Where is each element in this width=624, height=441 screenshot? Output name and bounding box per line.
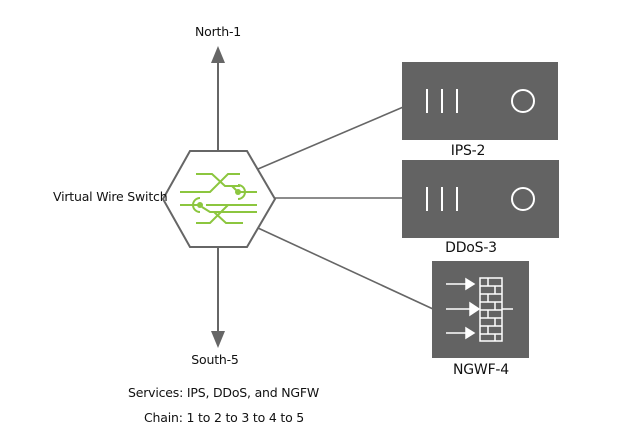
appliance-icon	[426, 89, 535, 113]
firewall-icon	[446, 277, 513, 342]
south-arrowhead	[211, 331, 225, 348]
device-ddos[interactable]	[402, 160, 559, 238]
device-ips[interactable]	[402, 62, 558, 140]
switch-icon	[180, 173, 257, 224]
chain-note: Chain: 1 to 2 to 3 to 4 to 5	[144, 410, 305, 425]
device-ngfw[interactable]	[432, 261, 529, 358]
device-label-ips: IPS-2	[450, 143, 486, 159]
south-label: South-5	[191, 352, 239, 367]
virtual-wire-switch[interactable]	[161, 150, 277, 248]
appliance-icon	[426, 187, 535, 211]
link-ips	[257, 101, 416, 170]
link-ngfw	[257, 227, 434, 310]
services-note: Services: IPS, DDoS, and NGFW	[128, 385, 320, 400]
device-label-ddos: DDoS-3	[445, 240, 497, 256]
switch-label: Virtual Wire Switch	[53, 189, 168, 204]
north-label: North-1	[194, 24, 242, 39]
device-label-ngfw: NGWF-4	[453, 362, 509, 378]
north-arrowhead	[211, 46, 225, 63]
